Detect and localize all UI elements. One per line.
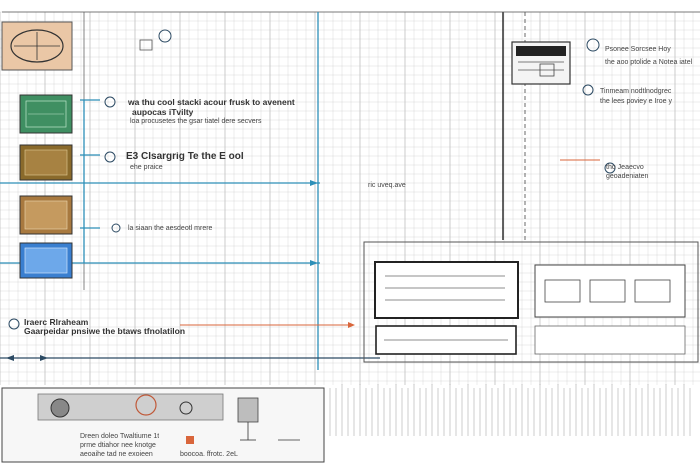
gear-icon [8,318,20,330]
brown-note-line1: E3 Clsargrig Te the E ool [126,152,244,162]
left-low-note-line2: Gaarpeidar pnsiwe the btaws tfnolatilon [24,326,186,336]
motor-icon [10,29,64,63]
gear-icon [50,398,70,418]
gear-icon [104,151,116,163]
gear-icon [586,38,600,52]
right-note-line1: Tinmeam nodtlnodgrec [600,88,672,95]
brown-note-line2: ehe praice [130,164,163,171]
circuit-block-icon [24,200,68,230]
green-note-line3: loa procusetes the gsar tiatel dere secv… [130,118,262,125]
arrow-icon [310,260,318,266]
gear-icon [604,162,616,174]
device-box-top-right [511,41,571,85]
thumbnail-column [1,21,73,279]
arrow-icon [310,180,318,186]
bottom-note-line2: prme dtiahor nee knotge [80,442,156,449]
status-indicator [186,436,194,444]
arrow-icon [348,322,355,328]
gear-icons [8,29,616,330]
mid-arrow-text: ric uveq.ave [368,182,406,189]
bottom-note-line1: Dreen doleo Twaltiume 1t [80,433,160,440]
right-note-line2: the lees poviey e Iroe y [600,98,672,105]
circuit-block-icon [24,149,68,176]
circuit-block-icon [24,247,68,274]
control-panel-right [363,241,699,363]
gear-icon [582,84,594,96]
top-right-note-line2: the aoo ptolide a Notea iatel [605,59,693,66]
connector-icon [139,39,153,51]
gear-icon [179,401,193,415]
green-note-line1: wa thu cool stacki acour frusk to avenen… [128,97,295,107]
right-mid-note-line2: geoadeniaten [606,173,649,180]
gear-icon [158,29,172,43]
arrow-icon [40,355,48,361]
arrow-icon [6,355,14,361]
bottom-tick-row [329,384,691,436]
green-note-line2: aupocas iTvilty [132,107,194,117]
gear-icon [111,223,121,233]
motor-icon [135,394,157,416]
mechanism-panel [1,387,325,463]
orange-arrows [180,159,600,326]
tan-note-line1: la siaan the aesdeotl mrere [128,225,213,232]
wire-network [0,12,380,370]
left-low-note-line1: Iraerc Rlraheam [24,317,89,327]
right-mid-note-line1: tho Jeaecvo [606,164,644,171]
top-right-note-line1: Psonee Sorcsee Hoy [605,46,671,53]
circuit-block-icon [25,100,67,128]
bottom-note-line3: aeoaihe tad ne exoieen [80,451,153,458]
gear-icon [104,96,116,108]
bottom-note-line4: boocoa. ffrotc. 2eL [180,451,238,458]
